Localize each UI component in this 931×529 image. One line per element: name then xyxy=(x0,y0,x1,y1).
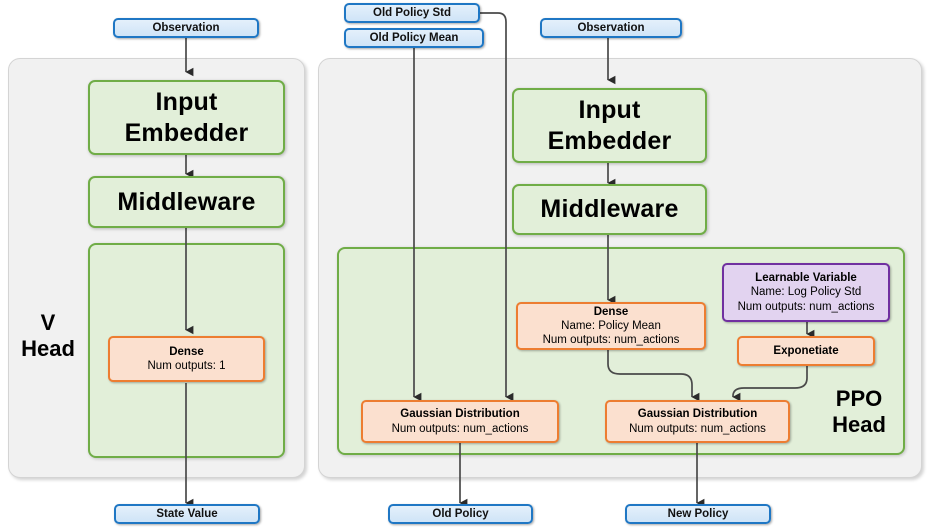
output-state-value-label: State Value xyxy=(156,507,218,520)
ppo-middleware-label: Middleware xyxy=(540,195,679,224)
v-input-embedder[interactable]: Input Embedder xyxy=(88,80,285,155)
output-state-value[interactable]: State Value xyxy=(114,504,260,524)
ppo-gaussian-new-num-outputs: Num outputs: num_actions xyxy=(629,422,766,435)
ppo-head-label: PPO Head xyxy=(818,386,900,438)
output-old-policy-label: Old Policy xyxy=(432,507,489,520)
input-old-policy-mean[interactable]: Old Policy Mean xyxy=(344,28,484,48)
v-middleware[interactable]: Middleware xyxy=(88,176,285,228)
ppo-dense-num-outputs: Num outputs: num_actions xyxy=(542,334,680,346)
ppo-gaussian-new[interactable]: Gaussian Distribution Num outputs: num_a… xyxy=(605,400,790,443)
v-dense-num-outputs: Num outputs: 1 xyxy=(147,360,226,372)
v-head-label-line1: V xyxy=(40,310,56,335)
ppo-exponentiate[interactable]: Exponetiate xyxy=(737,336,875,366)
ppo-dense-name: Name: Policy Mean xyxy=(561,319,661,332)
ppo-head-label-line2: Head xyxy=(832,411,886,437)
ppo-gaussian-old-num-outputs: Num outputs: num_actions xyxy=(391,422,529,435)
input-observation-right-label: Observation xyxy=(577,21,645,34)
output-new-policy[interactable]: New Policy xyxy=(625,504,771,524)
ppo-exponentiate-label: Exponetiate xyxy=(773,344,839,357)
input-old-policy-std[interactable]: Old Policy Std xyxy=(344,3,480,23)
input-observation-left-label: Observation xyxy=(152,21,220,34)
v-middleware-label: Middleware xyxy=(117,187,256,216)
ppo-dense-policy-mean[interactable]: Dense Name: Policy Mean Num outputs: num… xyxy=(516,302,706,350)
ppo-gaussian-old[interactable]: Gaussian Distribution Num outputs: num_a… xyxy=(361,400,559,443)
ppo-learnable-variable[interactable]: Learnable Variable Name: Log Policy Std … xyxy=(722,263,890,322)
ppo-learnable-variable-num-outputs: Num outputs: num_actions xyxy=(737,300,875,313)
output-old-policy[interactable]: Old Policy xyxy=(388,504,533,524)
ppo-learnable-variable-name: Name: Log Policy Std xyxy=(750,286,862,299)
ppo-gaussian-new-title: Gaussian Distribution xyxy=(637,408,758,421)
input-observation-left[interactable]: Observation xyxy=(113,18,259,38)
ppo-learnable-variable-title: Learnable Variable xyxy=(755,272,857,285)
output-new-policy-label: New Policy xyxy=(667,507,729,520)
ppo-middleware[interactable]: Middleware xyxy=(512,184,707,235)
v-input-embedder-label: Input Embedder xyxy=(124,88,249,147)
v-dense-title: Dense xyxy=(169,345,204,358)
input-old-policy-std-label: Old Policy Std xyxy=(373,6,451,19)
ppo-input-embedder[interactable]: Input Embedder xyxy=(512,88,707,163)
input-observation-right[interactable]: Observation xyxy=(540,18,682,38)
v-head-label: V Head xyxy=(8,310,88,362)
ppo-input-embedder-label: Input Embedder xyxy=(547,96,672,155)
ppo-gaussian-old-title: Gaussian Distribution xyxy=(400,408,520,421)
v-head-label-line2: Head xyxy=(21,335,75,361)
v-dense-block[interactable]: Dense Num outputs: 1 xyxy=(108,336,265,382)
ppo-head-label-line1: PPO xyxy=(835,386,883,411)
ppo-dense-title: Dense xyxy=(593,305,629,318)
input-old-policy-mean-label: Old Policy Mean xyxy=(369,31,459,44)
